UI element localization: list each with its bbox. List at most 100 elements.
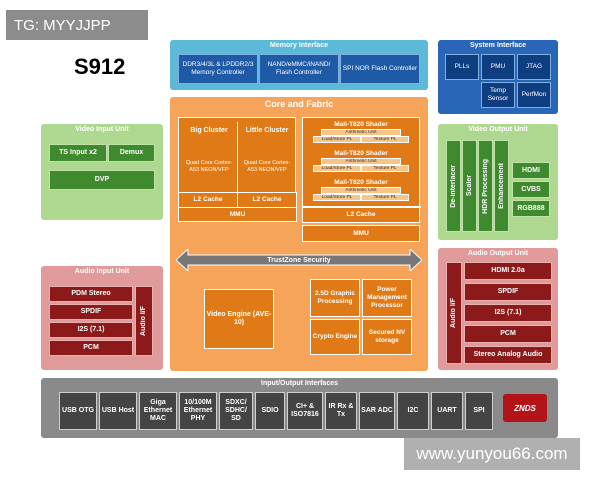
core-fabric-group: Core and Fabric Big Cluster Little Clust… <box>170 97 428 371</box>
shader-1-arith: Arithmetic Unit <box>321 129 401 136</box>
io-uart: UART <box>431 392 463 430</box>
shader-3-title: Mali-T820 Shader <box>334 179 388 186</box>
system-interface-group: System Interface PLLs PMU JTAG Temp Sens… <box>438 40 558 114</box>
little-cluster-title: Little Cluster <box>245 126 289 134</box>
gpu-shader-2: Mali-T820 Shader Arithmetic Unit Load/St… <box>307 149 415 175</box>
system-interface-title: System Interface <box>469 42 527 49</box>
video-engine: Video Engine (AVE-10) <box>204 289 274 349</box>
shader-2-title: Mali-T820 Shader <box>334 150 388 157</box>
audio-input-group: Audio Input Unit PDM Stereo SPDIF I2S (7… <box>41 266 163 370</box>
memory-interface-group: Memory Interface DDR3/4/3L & LPDDR2/3 Me… <box>170 40 428 90</box>
video-input-demux: Demux <box>108 144 155 162</box>
shader-1-texture: Texture PL <box>361 136 409 143</box>
video-input-title: Video Input Unit <box>75 126 129 133</box>
shader-2-arith: Arithmetic Unit <box>321 158 401 165</box>
gpu-shader-1: Mali-T820 Shader Arithmetic Unit Load/St… <box>307 120 415 146</box>
trustzone-label: TrustZone Security <box>267 256 331 264</box>
ao-i2s: I2S (7.1) <box>464 304 552 322</box>
memory-spi-controller: SPI NOR Flash Controller <box>340 54 420 84</box>
memory-interface-title: Memory Interface <box>270 42 328 49</box>
ai-pcm: PCM <box>49 340 133 356</box>
video-input-ts: TS Input x2 <box>49 144 107 162</box>
trustzone-arrow <box>176 249 422 271</box>
big-cluster-title: Big Cluster <box>190 126 228 134</box>
chip-title: S912 <box>74 54 126 79</box>
io-ci-iso7816: CI+ & ISO7816 <box>287 392 323 430</box>
vo-hdmi: HDMI <box>512 162 550 179</box>
big-cluster-l2-cache: L2 Cache <box>178 192 238 208</box>
system-pmu: PMU <box>481 54 515 80</box>
shader-1-loadstore: Load/Store PL <box>313 136 361 143</box>
shader-3-loadstore: Load/Store PL <box>313 194 361 201</box>
ao-hdmi: HDMI 2.0a <box>464 262 552 280</box>
video-output-title: Video Output Unit <box>468 126 528 133</box>
shader-3-texture: Texture PL <box>361 194 409 201</box>
gpu-mmu: MMU <box>302 225 420 242</box>
watermark-top-left: TG: MYYJJPP <box>6 10 148 40</box>
io-giga-ethernet: Giga Ethernet MAC <box>139 392 177 430</box>
io-group: Input/Output Interfaces USB OTG USB Host… <box>41 378 558 438</box>
shader-2-texture: Texture PL <box>361 165 409 172</box>
io-sdio: SDIO <box>255 392 285 430</box>
ao-audio-if-label: Audio I/F <box>450 298 457 328</box>
core-fabric-title: Core and Fabric <box>264 99 334 109</box>
vo-hdr-label: HDR Processing <box>481 158 489 214</box>
memory-nand-controller: NAND/eMMC/iNAND/ Flash Controller <box>259 54 339 84</box>
little-cluster-l2-cache: L2 Cache <box>237 192 297 208</box>
cpu-mmu: MMU <box>178 207 297 222</box>
vo-deinterlacer-label: De-interlacer <box>449 164 457 208</box>
shader-1-title: Mali-T820 Shader <box>334 121 388 128</box>
memory-ddr-controller: DDR3/4/3L & LPDDR2/3 Memory Controller <box>178 54 258 84</box>
vo-hdr: HDR Processing <box>478 140 493 232</box>
vo-scaler-label: Scaler <box>465 175 473 197</box>
ao-pcm: PCM <box>464 325 552 343</box>
video-input-dvp: DVP <box>49 170 155 190</box>
ai-audio-if: Audio I/F <box>135 286 153 356</box>
ao-spdif: SPDIF <box>464 283 552 301</box>
system-temp-sensor: Temp Sensor <box>481 82 515 108</box>
crypto-engine: Crypto Engine <box>310 319 360 355</box>
video-input-group: Video Input Unit TS Input x2 Demux DVP <box>41 124 163 220</box>
io-spi: SPI <box>465 392 493 430</box>
gpu-l2-cache: L2 Cache <box>302 207 420 223</box>
vo-deinterlacer: De-interlacer <box>446 140 461 232</box>
video-output-group: Video Output Unit De-interlacer Scaler H… <box>438 124 558 240</box>
ai-pdm: PDM Stereo <box>49 286 133 302</box>
ai-audio-if-label: Audio I/F <box>140 306 147 336</box>
power-management: Power Management Processor <box>362 279 412 317</box>
audio-output-group: Audio Output Unit Audio I/F HDMI 2.0a SP… <box>438 248 558 370</box>
io-ethernet-phy: 10/100M Ethernet PHY <box>179 392 217 430</box>
audio-input-title: Audio Input Unit <box>74 268 130 275</box>
vo-rgb888: RGB888 <box>512 200 550 217</box>
shader-2-loadstore: Load/Store PL <box>313 165 361 172</box>
system-plls: PLLs <box>445 54 479 80</box>
vo-enhancement: Enhancement <box>494 140 509 232</box>
io-usb-host: USB Host <box>99 392 137 430</box>
io-sar-adc: SAR ADC <box>359 392 395 430</box>
audio-output-title: Audio Output Unit <box>467 250 529 257</box>
gpu-block: Mali-T820 Shader Arithmetic Unit Load/St… <box>302 117 421 221</box>
io-sdxc: SDXC/ SDHC/ SD <box>219 392 253 430</box>
system-jtag: JTAG <box>517 54 551 80</box>
gpu-shader-3: Mali-T820 Shader Arithmetic Unit Load/St… <box>307 178 415 204</box>
secured-nv-storage: Secured NV storage <box>362 319 412 355</box>
shader-3-arith: Arithmetic Unit <box>321 187 401 194</box>
vo-enhancement-label: Enhancement <box>497 163 505 209</box>
ai-spdif: SPDIF <box>49 304 133 320</box>
little-cluster-desc: Quad Core Cortex-A53 NEON/VFP <box>243 160 291 173</box>
vo-cvbs: CVBS <box>512 181 550 198</box>
system-perfmon: PerfMon <box>517 82 551 108</box>
ai-i2s: I2S (7.1) <box>49 322 133 338</box>
ao-stereo-analog: Stereo Analog Audio <box>464 346 552 364</box>
graphic-processing: 2.5D Graphic Processing <box>310 279 360 317</box>
io-usb-otg: USB OTG <box>59 392 97 430</box>
io-i2c: I2C <box>397 392 429 430</box>
ao-audio-if: Audio I/F <box>446 262 462 364</box>
cpu-block: Big Cluster Little Cluster Quad Core Cor… <box>178 117 297 222</box>
big-cluster-desc: Quad Core Cortex-A53 NEON/VFP <box>185 160 233 173</box>
znds-logo: ZNDS <box>503 394 547 422</box>
io-ir: IR Rx & Tx <box>325 392 357 430</box>
cluster-divider <box>237 122 238 206</box>
vo-scaler: Scaler <box>462 140 477 232</box>
watermark-bottom-right: www.yunyou66.com <box>404 438 580 470</box>
